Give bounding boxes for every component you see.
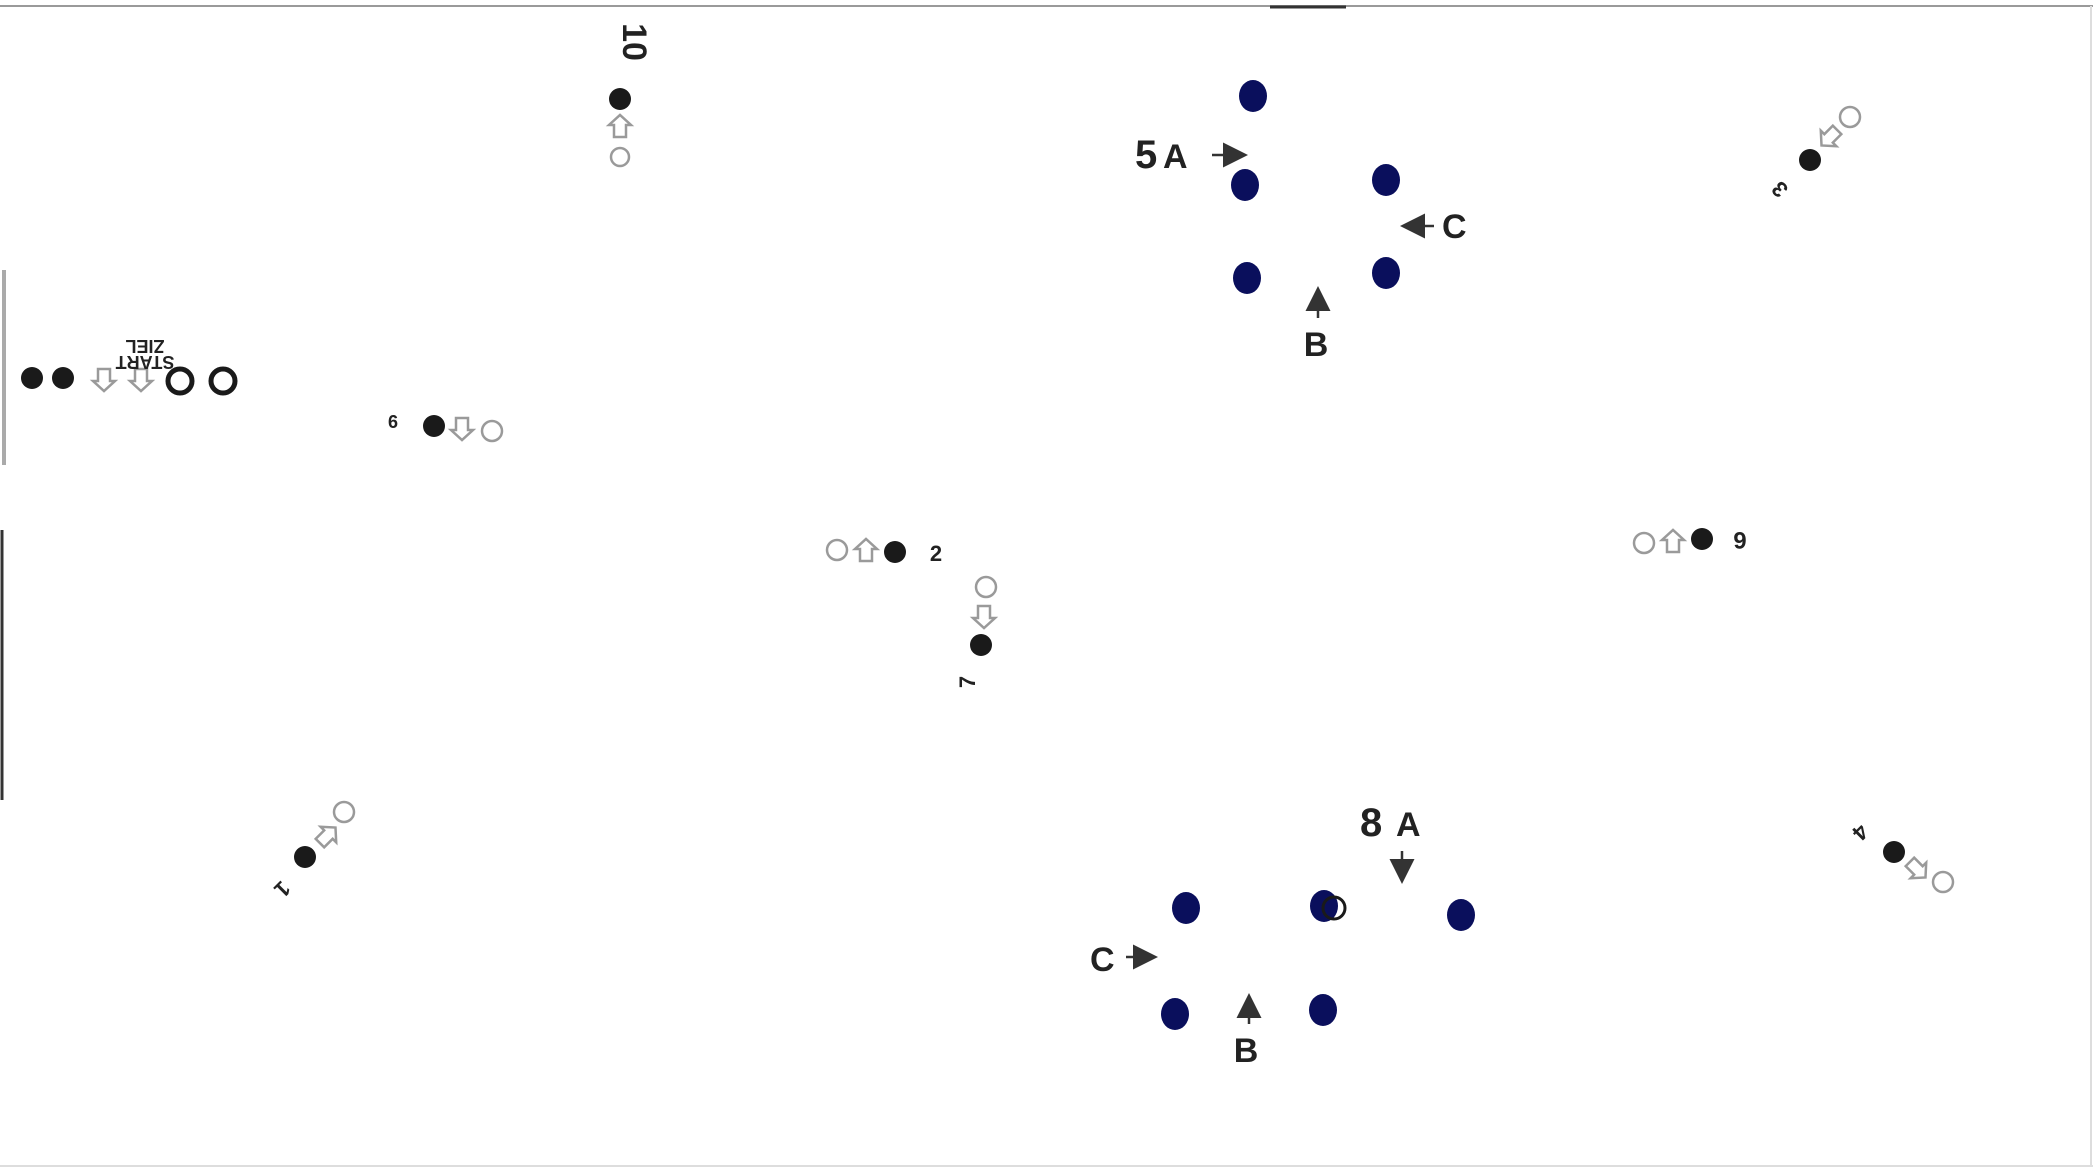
group-marker-icon [1447,899,1475,931]
group-5: 5 A C B [1135,80,1467,364]
hollow-circle-icon [974,575,998,599]
filled-circle-icon [884,541,906,563]
station-number: 2 [930,541,942,566]
station-9: 9 [388,411,504,443]
group-number: 8 [1360,801,1382,845]
filled-circle-icon [52,367,74,389]
group-marker-icon [1372,164,1400,196]
hollow-circle-icon [609,146,631,168]
station-number: 7 [955,676,980,688]
filled-circle-icon [21,367,43,389]
start-finish-group: START ZIEL [21,336,238,396]
station-number: 10 [615,23,653,61]
hollow-circle-icon [1931,870,1955,894]
label-c: C [1090,941,1115,979]
filled-circle-icon [1691,528,1713,550]
filled-circle-icon [1883,841,1905,863]
group-number: 5 [1135,133,1157,177]
group-marker-icon [1231,169,1259,201]
filled-circle-icon [1799,149,1821,171]
station-number: 3 [1767,176,1793,202]
hollow-arrow-icon [1900,852,1935,887]
ziel-label: ZIEL [125,336,164,356]
group-marker-icon [1172,892,1200,924]
hollow-circle-icon [165,366,195,396]
hollow-arrow-icon [971,604,997,630]
start-label: START [116,352,175,372]
label-b: B [1304,326,1329,364]
filled-circle-icon [294,846,316,868]
label-b: B [1234,1032,1259,1070]
hollow-arrow-icon [449,416,475,442]
hollow-arrow-icon [1812,120,1847,155]
station-number: 1 [269,876,295,902]
station-7: 7 [955,575,998,688]
hollow-circle-icon [1632,531,1656,555]
group-marker-icon [1161,998,1189,1030]
station-number: 9 [388,411,398,431]
filled-circle-icon [609,88,631,110]
label-c: C [1442,208,1467,246]
station-4: 4 [1847,819,1955,894]
station-1: 1 [269,800,356,902]
hollow-arrow-icon [91,367,117,393]
hollow-arrow-icon [1660,528,1686,554]
group-marker-icon [1233,262,1261,294]
filled-circle-icon [423,415,445,437]
station-number: 4 [1847,819,1874,846]
filled-circle-icon [970,634,992,656]
group-8: 8 A C B [1090,801,1475,1070]
hollow-circle-icon [825,538,849,562]
station-3: 3 [1767,105,1862,202]
hollow-circle-icon [480,419,504,443]
hollow-circle-icon [1838,105,1862,129]
hollow-arrow-icon [607,113,633,139]
station-6: 6 [1632,526,1747,555]
label-a: A [1163,138,1188,176]
group-marker-icon [1239,80,1267,112]
station-2: 2 [825,537,942,566]
hollow-circle-icon [332,800,356,824]
station-10: 10 [607,23,653,168]
hollow-arrow-icon [853,537,879,563]
hollow-arrow-icon [310,818,345,853]
group-marker-icon [1372,257,1400,289]
hollow-circle-icon [208,366,238,396]
station-number: 6 [1733,526,1746,553]
label-a: A [1396,806,1421,844]
group-marker-icon [1309,994,1337,1026]
hollow-circle-icon [1321,895,1347,921]
